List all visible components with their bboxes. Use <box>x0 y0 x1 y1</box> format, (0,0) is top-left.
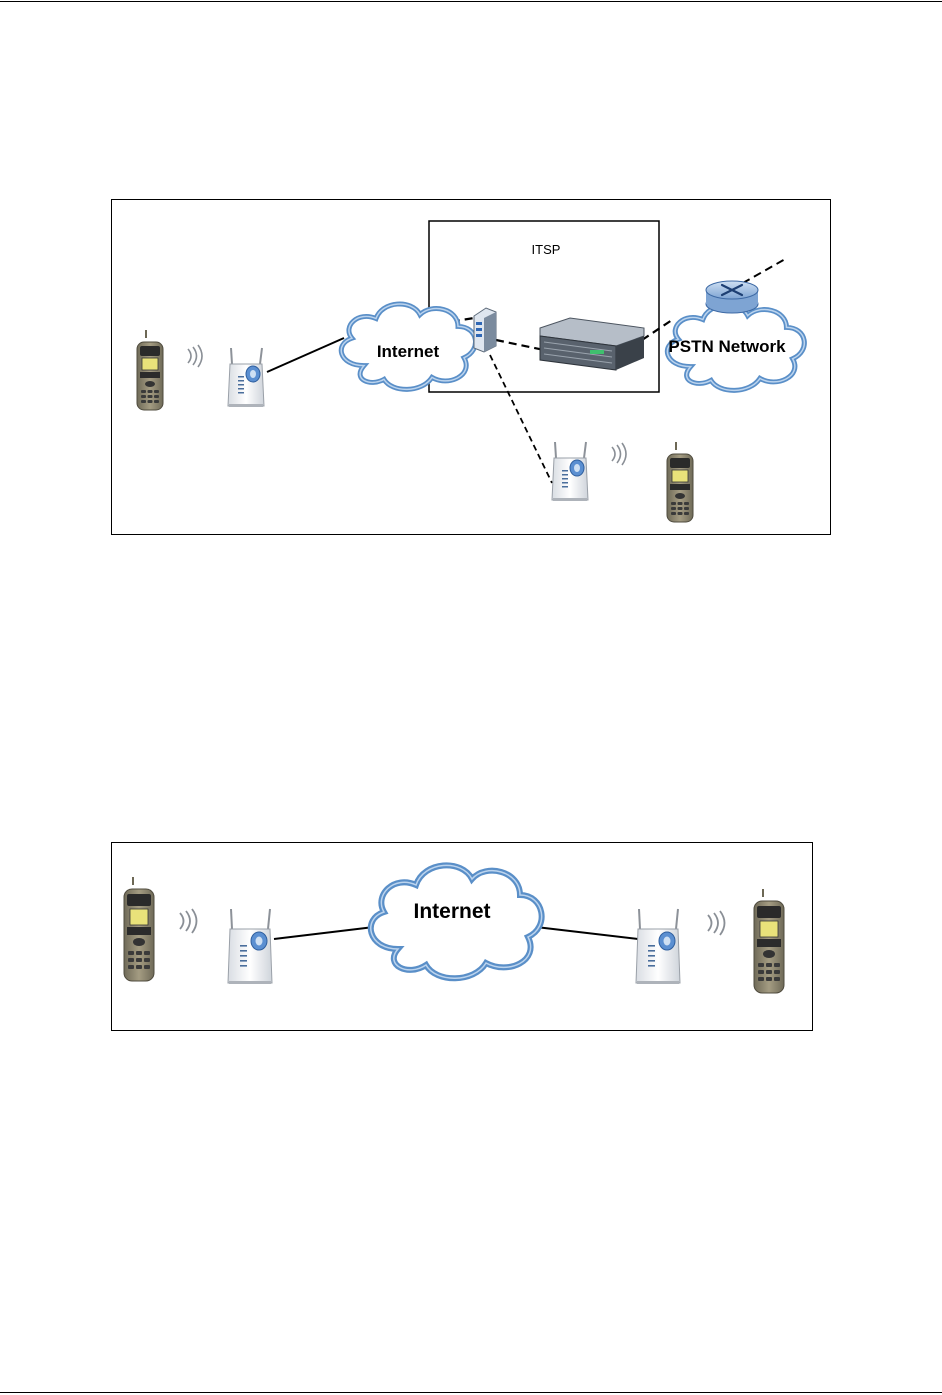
wifi-waves-icon <box>612 443 626 465</box>
p2p-diagram-canvas: Internet <box>112 843 814 1032</box>
ap-to-internet-link <box>267 338 344 372</box>
page-top-rule <box>0 1 942 2</box>
server-to-remote-ap-link <box>490 355 552 483</box>
wireless-phone-icon <box>137 330 163 410</box>
access-point-icon <box>228 909 272 984</box>
wifi-waves-icon <box>708 911 725 935</box>
left-ap-to-internet-link <box>274 927 374 939</box>
access-point-icon <box>636 909 680 984</box>
page-bottom-rule <box>0 1392 942 1393</box>
access-point-icon <box>228 348 264 407</box>
wifi-waves-icon <box>188 345 202 367</box>
pstn-network-label: PSTN Network <box>668 337 786 356</box>
internet-label: Internet <box>377 342 440 361</box>
wireless-phone-icon <box>667 442 693 522</box>
itsp-network-diagram: ITSP Internet PSTN Network <box>111 199 831 535</box>
wifi-waves-icon <box>180 909 197 933</box>
server-to-rack-link <box>496 340 544 350</box>
rack-server-icon <box>540 318 644 370</box>
router-icon <box>706 281 758 313</box>
itsp-label: ITSP <box>532 242 561 257</box>
peer-to-peer-diagram: Internet <box>111 842 813 1031</box>
internet-to-right-ap-link <box>536 927 638 939</box>
server-tower-icon <box>474 308 496 352</box>
itsp-diagram-canvas: ITSP Internet PSTN Network <box>112 200 832 536</box>
access-point-icon <box>552 442 588 501</box>
wireless-phone-icon <box>124 877 154 981</box>
internet-label: Internet <box>413 900 490 923</box>
wireless-phone-icon <box>754 889 784 993</box>
